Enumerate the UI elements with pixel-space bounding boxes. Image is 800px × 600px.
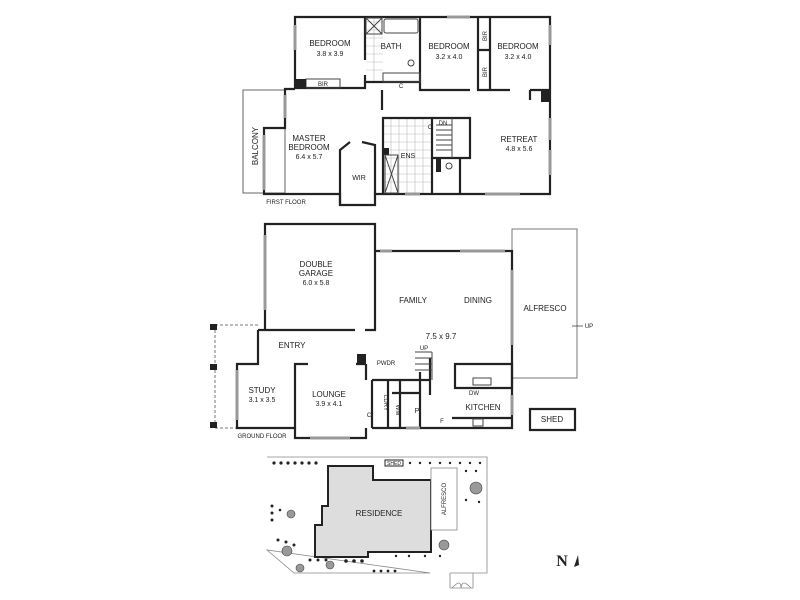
room-dims-garage: 6.0 x 5.8 <box>303 280 330 287</box>
room-label-wir: WIR <box>352 175 366 182</box>
label-shed: SHED <box>541 415 563 424</box>
room-dims-living: 7.5 x 9.7 <box>426 332 457 341</box>
porch-outline <box>214 324 258 429</box>
room-label-master-1: MASTER <box>292 134 326 143</box>
room-label-bedroom-1: BEDROOM <box>309 39 351 48</box>
site-residence-label: RESIDENCE <box>356 509 403 518</box>
pillar-ens <box>383 148 389 155</box>
label-bir-mid-2: BIR <box>483 66 489 77</box>
bathtub <box>383 18 419 34</box>
garden-trees <box>281 481 483 573</box>
label-wm: WM <box>394 405 400 416</box>
bath-cupboard <box>382 72 421 83</box>
room-label-garage-1: DOUBLE <box>300 260 333 269</box>
label-cupboard-ens: C <box>428 125 433 131</box>
room-label-bedroom-3: BEDROOM <box>497 42 539 51</box>
room-label-retreat: RETREAT <box>501 135 538 144</box>
room-label-bedroom-2: BEDROOM <box>428 42 470 51</box>
first-floor: BEDROOM 3.8 x 3.9 BATH BEDROOM 3.2 x 4.0… <box>242 15 552 207</box>
label-cupboard-bath: C <box>399 84 404 90</box>
stair-first-floor <box>436 118 453 158</box>
pillar-lounge <box>357 354 366 364</box>
pillar-porch-3 <box>210 422 217 428</box>
pillar-porch-1 <box>210 324 217 330</box>
room-dims-master: 6.4 x 5.7 <box>296 154 323 161</box>
room-label-master-2: BEDROOM <box>288 143 330 152</box>
room-label-ens: ENS <box>401 153 416 160</box>
label-stair-dn: DN <box>439 121 448 127</box>
toilet-icon <box>407 59 415 67</box>
label-alfresco-up: UP <box>585 324 593 330</box>
label-bir-mid-1: BIR <box>483 30 489 41</box>
room-label-alfresco: ALFRESCO <box>523 304 566 313</box>
label-fridge: F <box>440 419 444 425</box>
room-dims-study: 3.1 x 3.5 <box>249 397 276 404</box>
first-floor-title: FIRST FLOOR <box>266 200 306 206</box>
site-alfresco <box>430 467 458 531</box>
ground-floor: DOUBLE GARAGE 6.0 x 5.8 FAMILY DINING 7.… <box>210 222 593 440</box>
ensuite-toilet <box>445 162 453 170</box>
site-plan: RESIDENCE ALFRESCO SHED N <box>265 456 579 589</box>
bir-pillar <box>295 79 306 89</box>
north-label: N <box>556 553 568 570</box>
room-dims-retreat: 4.8 x 5.6 <box>506 146 533 153</box>
sink <box>472 418 484 427</box>
garden-shrubs <box>270 461 482 573</box>
label-stair-up: UP <box>420 346 428 352</box>
label-dw: DW <box>469 391 479 397</box>
room-label-garage-2: GARAGE <box>299 269 333 278</box>
site-gate <box>449 573 474 589</box>
pillar-right <box>541 90 550 102</box>
room-dims-bedroom-2: 3.2 x 4.0 <box>436 54 463 61</box>
residence-outline <box>314 465 432 558</box>
room-label-bath: BATH <box>381 42 402 51</box>
room-dims-bedroom-1: 3.8 x 3.9 <box>317 51 344 58</box>
room-label-entry: ENTRY <box>279 341 307 350</box>
label-bir-top: BIR <box>318 82 329 88</box>
pillar-porch-2 <box>210 364 217 370</box>
label-pantry: P <box>415 408 420 415</box>
ensuite-shower <box>384 154 399 194</box>
site-boundary <box>265 456 488 574</box>
room-label-family: FAMILY <box>399 296 428 305</box>
pillar-stair <box>436 158 441 172</box>
site-shed <box>384 459 404 467</box>
ground-floor-title: GROUND FLOOR <box>237 434 287 440</box>
room-label-lounge: LOUNGE <box>312 390 346 399</box>
room-label-pwdr: PWDR <box>377 361 396 367</box>
shower <box>365 17 383 35</box>
north-arrow-icon <box>574 555 579 567</box>
room-dims-lounge: 3.9 x 4.1 <box>316 401 343 408</box>
room-label-balcony: BALCONY <box>251 126 260 165</box>
site-alfresco-label: ALFRESCO <box>442 482 448 515</box>
first-floor-windows <box>262 15 552 196</box>
ground-floor-windows <box>235 235 514 440</box>
room-label-study: STUDY <box>248 386 276 395</box>
room-dims-bedroom-3: 3.2 x 4.0 <box>505 54 532 61</box>
stair-ground-floor <box>415 351 433 380</box>
label-cupboard-ground: C <box>367 413 372 419</box>
room-label-dining: DINING <box>464 296 492 305</box>
cooktop <box>472 377 492 386</box>
shed-outline <box>528 407 577 432</box>
site-shed-label: SHED <box>387 461 401 467</box>
room-label-kitchen: KITCHEN <box>465 403 500 412</box>
room-label-ldry: LDRY <box>382 395 388 411</box>
